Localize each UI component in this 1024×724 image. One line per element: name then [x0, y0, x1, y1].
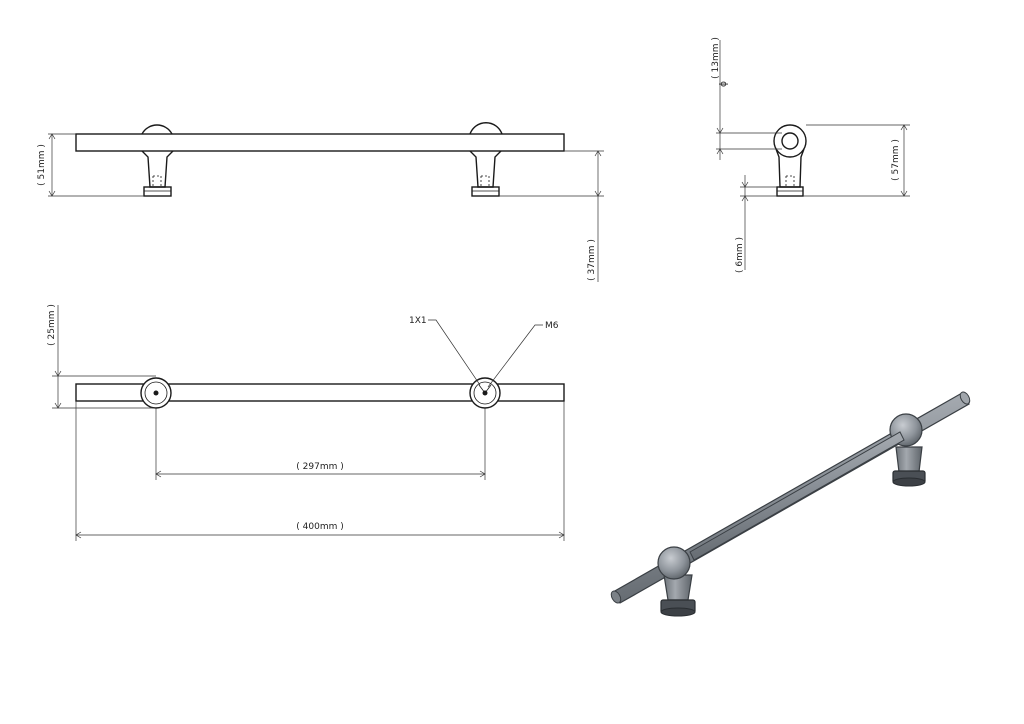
top-left-hole-icon [153, 390, 159, 396]
render-right-post [895, 446, 923, 473]
front-right-post [469, 150, 502, 188]
side-diameter-symbol: ϕ [719, 81, 729, 87]
front-right-foot [471, 186, 500, 197]
front-left-knob [141, 124, 173, 135]
side-view: ϕ ( 13mm ) ( 57mm ) ( 6mm ) [711, 37, 910, 273]
callout-left-label: 1X1 [409, 316, 427, 326]
top-length-label: ( 400mm ) [296, 522, 343, 532]
top-height-label: ( 25mm ) [47, 304, 57, 346]
top-view: ( 25mm ) ( 297mm ) ( 400mm ) 1X1 M6 [47, 304, 565, 541]
render-left-knob [657, 546, 691, 580]
side-knob [773, 124, 807, 158]
top-bar [75, 383, 565, 402]
side-diameter-label: ( 13mm ) [711, 37, 721, 79]
front-height-label: ( 51mm ) [37, 144, 47, 186]
side-post [775, 148, 805, 188]
front-view: ( 51mm ) ( 37mm ) [37, 122, 604, 282]
front-left-foot [143, 186, 172, 197]
isometric-render [610, 391, 971, 617]
front-right-knob [469, 122, 503, 135]
side-height-label: ( 57mm ) [891, 139, 901, 181]
side-foot [776, 186, 804, 197]
side-base-label: ( 6mm ) [735, 237, 745, 273]
front-foot-label: ( 37mm ) [587, 239, 597, 281]
side-bar-section [781, 132, 799, 150]
top-center-label: ( 297mm ) [296, 462, 343, 472]
front-left-post [141, 150, 174, 188]
front-bar [75, 133, 565, 152]
callout-right-label: M6 [545, 321, 559, 331]
